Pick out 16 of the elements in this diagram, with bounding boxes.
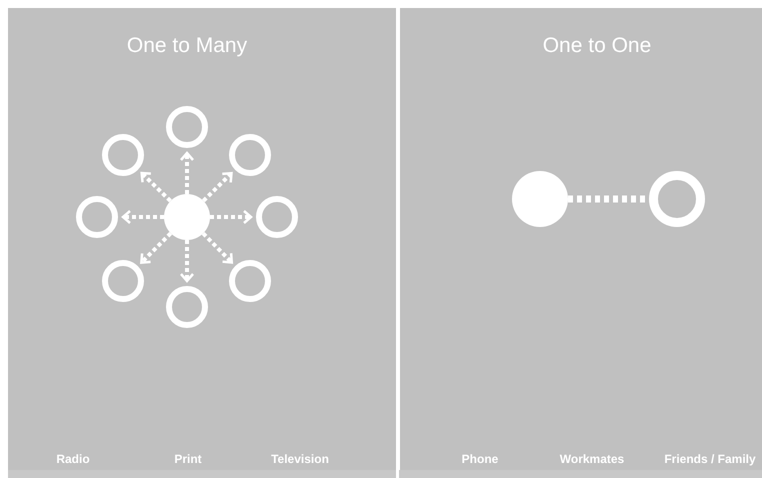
category-label: Television (271, 451, 329, 468)
dashed-arrow (202, 172, 233, 202)
dashed-arrow (140, 232, 172, 264)
dashed-arrow (140, 172, 172, 202)
category-label: Friends / Family (664, 451, 756, 468)
category-label: Phone (462, 451, 498, 468)
category-label: Workmates (560, 451, 624, 468)
dashed-arrow (210, 210, 252, 224)
dashed-arrow (180, 240, 194, 282)
dashed-arrow (122, 210, 164, 224)
panel-title: One to Many (126, 33, 248, 59)
panel-title: One to One (542, 33, 652, 59)
category-label: Print (174, 451, 202, 468)
dashed-arrow (202, 232, 234, 264)
dashed-arrow (180, 152, 194, 194)
category-label: Radio (56, 451, 90, 468)
